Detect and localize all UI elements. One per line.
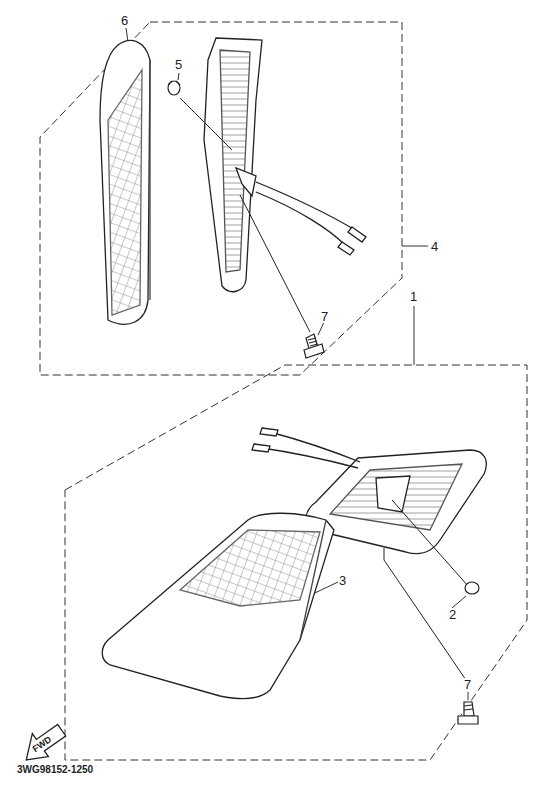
callout-number: 7 [320,310,329,323]
callout-number: 6 [120,14,129,27]
callout-number: 2 [448,608,457,621]
callout-number: 1 [409,290,418,303]
callout-number: 3 [338,574,347,587]
callout-number: 7 [463,678,472,691]
callout-number: 5 [174,58,183,71]
diagram-code: 3WG98152-1250 [17,765,93,775]
callout-number: 4 [430,240,439,253]
